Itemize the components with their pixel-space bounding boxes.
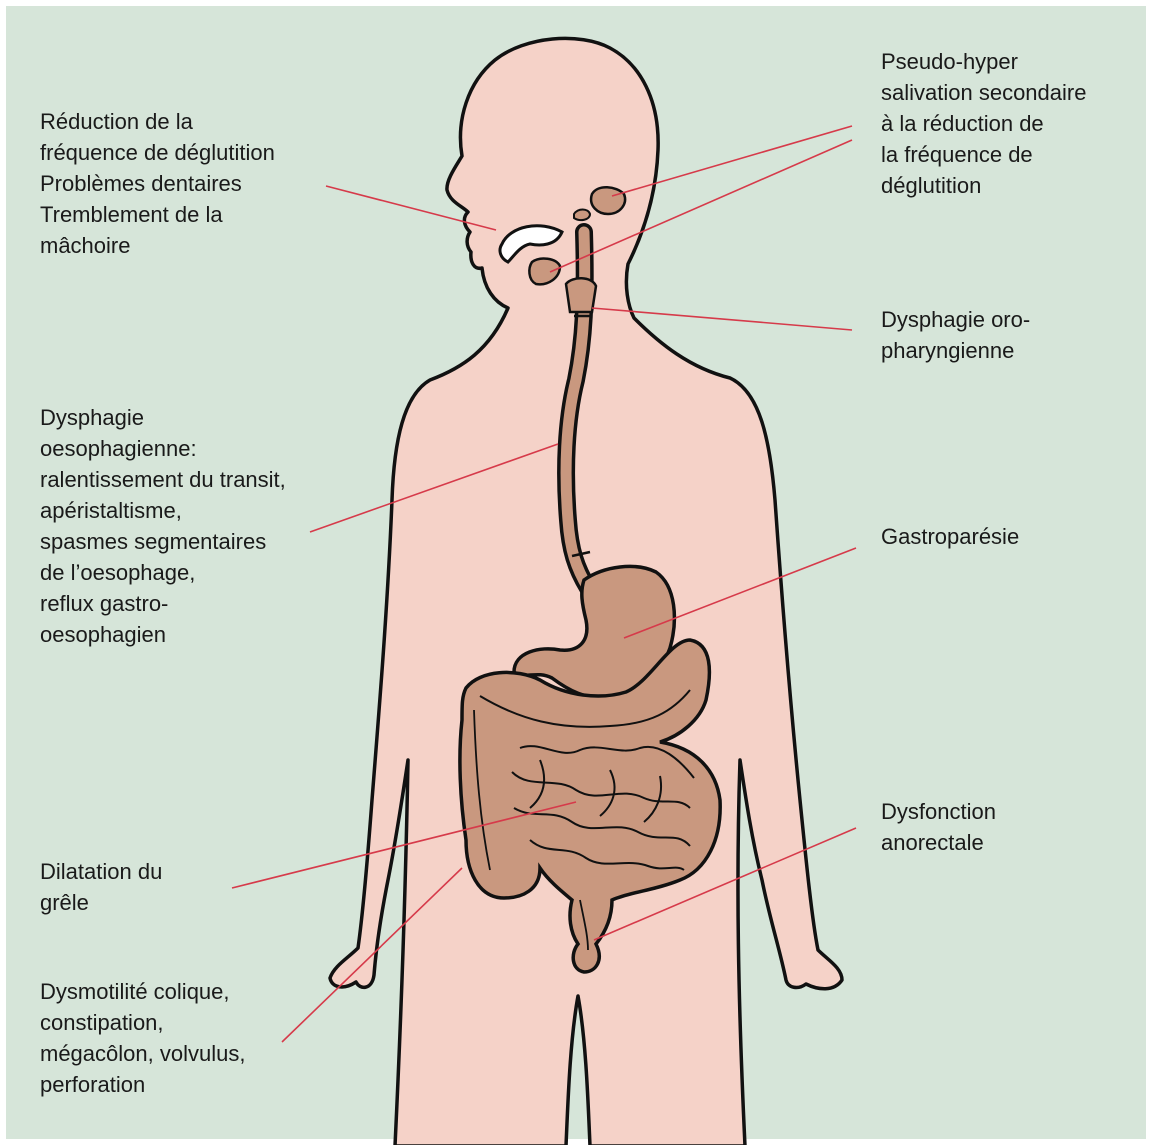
label-dysphagie-oropharyngienne: Dysphagie oro- pharyngienne [881, 304, 1030, 366]
label-line: perforation [40, 1069, 245, 1100]
label-line: Dysphagie oro- [881, 304, 1030, 335]
label-line: Dilatation du [40, 856, 162, 887]
label-line: ralentissement du transit, [40, 464, 286, 495]
label-line: oesophagien [40, 619, 286, 650]
label-line: oesophagienne: [40, 433, 286, 464]
label-line: fréquence de déglutition [40, 137, 275, 168]
label-line: Dysmotilité colique, [40, 976, 245, 1007]
label-reduction-deglutition: Réduction de la fréquence de déglutition… [40, 106, 275, 261]
label-line: apéristaltisme, [40, 495, 286, 526]
label-dilatation-grele: Dilatation du grêle [40, 856, 162, 918]
label-line: Gastroparésie [881, 521, 1019, 552]
label-line: Tremblement de la [40, 199, 275, 230]
salivary-gland-small [574, 210, 590, 221]
label-line: Pseudo-hyper [881, 46, 1086, 77]
label-line: salivation secondaire [881, 77, 1086, 108]
label-line: pharyngienne [881, 335, 1030, 366]
label-line: la fréquence de [881, 139, 1086, 170]
label-pseudo-hypersalivation: Pseudo-hyper salivation secondaire à la … [881, 46, 1086, 201]
label-dysfonction-anorectale: Dysfonction anorectale [881, 796, 996, 858]
label-line: mâchoire [40, 230, 275, 261]
label-dysmotilite-colique: Dysmotilité colique, constipation, mégac… [40, 976, 245, 1100]
label-line: à la réduction de [881, 108, 1086, 139]
label-line: Dysfonction [881, 796, 996, 827]
label-gastroparesie: Gastroparésie [881, 521, 1019, 552]
label-line: Problèmes dentaires [40, 168, 275, 199]
label-line: déglutition [881, 170, 1086, 201]
salivary-gland-upper [591, 187, 625, 214]
label-line: spasmes segmentaires [40, 526, 286, 557]
label-line: Réduction de la [40, 106, 275, 137]
label-line: grêle [40, 887, 162, 918]
label-line: de l’oesophage, [40, 557, 286, 588]
pharynx [566, 278, 596, 312]
label-line: mégacôlon, volvulus, [40, 1038, 245, 1069]
label-line: constipation, [40, 1007, 245, 1038]
label-line: reflux gastro- [40, 588, 286, 619]
label-dysphagie-oesophagienne: Dysphagie oesophagienne: ralentissement … [40, 402, 286, 650]
label-line: Dysphagie [40, 402, 286, 433]
label-line: anorectale [881, 827, 996, 858]
